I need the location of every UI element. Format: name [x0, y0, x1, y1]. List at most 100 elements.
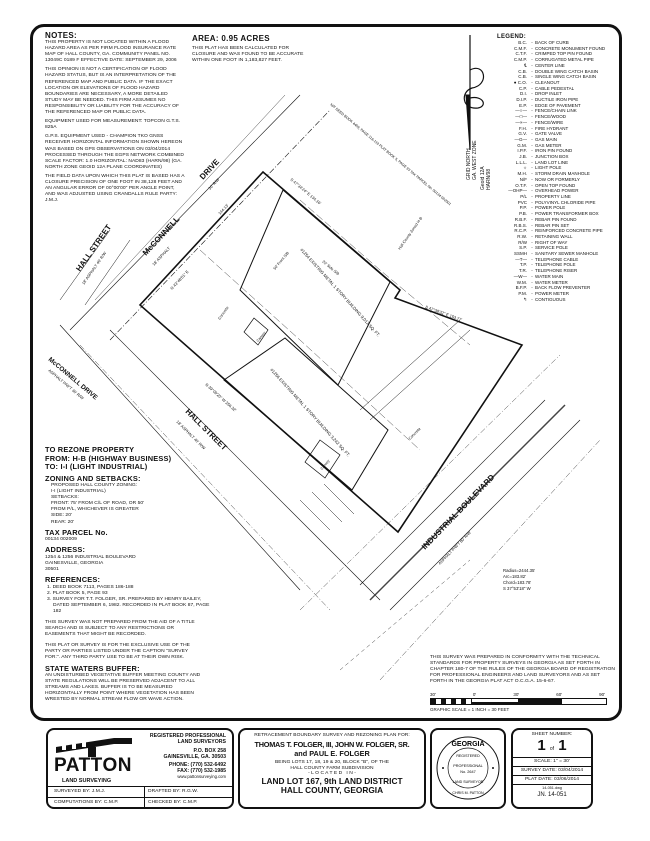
sheet-number-label: SHEET NUMBER: [531, 732, 573, 737]
legend-desc: CONTIGUOUS [535, 296, 566, 302]
sheet-of: of [549, 746, 555, 753]
reference-item: 1. DEED BOOK 7113, PAGES 186-188 [47, 584, 134, 590]
legend-item: ☼-LIGHT POLE [497, 165, 617, 171]
registered-label: LAND SURVEYORS [177, 739, 226, 745]
legend-item: —OHP—-OVERHEAD POWER [497, 188, 617, 194]
plan-for-label: RETRACEMENT BOUNDARY SURVEY AND REZONING… [254, 733, 410, 738]
legend-item: T.P.-TELEPHONE POLE [497, 262, 617, 268]
legend-dash: - [531, 290, 533, 296]
legend-item: G.V.-GATE VALVE [497, 131, 617, 137]
legend-abbr: D.I.P. [516, 97, 527, 103]
bearing-label: N 43°48'51" E [169, 269, 190, 291]
north-arrow-label: GRID NORTH [466, 148, 472, 180]
job-number: JN. 14-051 [537, 792, 567, 799]
zoning-line: REAR: 20' [51, 519, 75, 525]
sheet-number: 1 [537, 737, 546, 755]
legend-item: O.T.F.-OPEN TOP FOUND [497, 183, 617, 189]
legend-desc: CORRUGATED METAL PIPE [535, 57, 594, 63]
legend-dash: - [531, 62, 533, 68]
legend-abbr: R.W. [517, 233, 527, 239]
tax-parcel-value: 00134 002009 [45, 537, 77, 543]
legend-abbr: —OHP— [508, 188, 527, 194]
legend-abbr: R.B.F. [514, 216, 527, 222]
legend-desc: RETAINING WALL [535, 233, 573, 239]
legend-desc: DOUBLE WING CATCH BASIN [535, 68, 599, 74]
north-arrow-head-icon [465, 94, 471, 151]
legend-item: C.P.-CABLE PEDESTAL [497, 86, 617, 92]
computations-by: COMPUTATIONS BY: C.M.P. [54, 800, 119, 805]
legend-abbr: R/W [518, 239, 527, 245]
legend-abbr: —○— [515, 108, 527, 114]
legend-abbr: C.M.P. [513, 57, 527, 63]
city: GAINESVILLE, GA. 30503 [163, 754, 226, 760]
legend-abbr: ↰ [523, 296, 527, 302]
zoning-boundary-label: Hall County Zoned H-B [398, 216, 424, 251]
client-names: and PAUL E. FOLGER [294, 748, 370, 758]
legend-item: F.H.-FIRE HYDRANT [497, 126, 617, 132]
legend-item: B.F.P.-BACK FLOW PREVENTER [497, 285, 617, 291]
scale-tick: 0' [472, 692, 477, 697]
legend-desc: CENTER LINE [535, 62, 565, 68]
lots-description: HALL COUNTY FARM SUBDIVISION [290, 765, 374, 771]
industrial-edge [389, 419, 581, 611]
canopy-label: Canopy [320, 459, 331, 471]
fax: FAX: (770) 532-1985 [177, 768, 226, 774]
surveyor-seal: GEORGIA REGISTERED PROFESSIONAL No. 2647… [436, 736, 500, 800]
legend-abbr: T.P. [519, 262, 527, 268]
legend-desc: PROPERTY LINE [535, 193, 571, 199]
company-sub: LAND SURVEYING [62, 778, 112, 784]
legend-abbr: R.C.P. [514, 228, 527, 234]
legend-desc: EDGE OF PAVEMENT [535, 102, 581, 108]
legend-item: C.B.-SINGLE WING CATCH BASIN [497, 74, 617, 80]
legend-item: R.B.S.-REBAR PIN SET [497, 223, 617, 229]
legend-dash: - [531, 228, 533, 234]
drafted-by: DRAFTED BY: R.G.W. [148, 789, 199, 794]
legend-dash: - [531, 40, 533, 45]
concrete-label: Concrete [218, 306, 230, 321]
canopy [304, 439, 341, 479]
survey-conformity-statement: THIS SURVEY WAS PREPARED IN CONFORMITY W… [430, 655, 615, 685]
phone: PHONE: (770) 532-6492 [168, 762, 226, 768]
building-1256-label: #1256 EXISTING METAL 1 STORY BUILDING 3,… [269, 367, 351, 457]
legend-item: M.H.-STORM DRAIN MANHOLE [497, 171, 617, 177]
legend-desc: CRIMPED TOP PIN FOUND [535, 51, 593, 57]
mcconnell-edge [94, 94, 286, 301]
area-section: AREA: 0.95 ACRES THIS PLAT HAS BEEN CALC… [192, 34, 307, 64]
north-arrow-label: GA. WEST ZONE [472, 140, 478, 180]
legend-abbr: B.C. [518, 40, 527, 45]
legend-item: P.B.-POWER TRANSFORMER BOX [497, 211, 617, 217]
legend-abbr: I.P.F. [517, 148, 527, 154]
drawing-frame [30, 24, 622, 721]
notes-section: NOTES: THIS PROPERTY IS NOT LOCATED WITH… [45, 31, 185, 207]
website-link[interactable]: www.pattonsurveying.com [177, 774, 226, 779]
building-1256 [223, 337, 389, 491]
company-logo: PATTON [54, 755, 132, 776]
legend-item: E.P.-EDGE OF PAVEMENT [497, 103, 617, 109]
legend-desc: STORM DRAIN MANHOLE [535, 171, 590, 177]
industrial-centerline [369, 404, 566, 601]
legend-desc: SERVICE POLE [535, 245, 568, 251]
hall-street-top-edge [59, 229, 111, 301]
building-1254 [239, 189, 391, 386]
legend-desc: DUCTILE IRON PIPE [535, 97, 579, 103]
address-title: ADDRESS: [45, 545, 86, 555]
industrial-rw-line [379, 439, 601, 681]
hall-street-rw [59, 324, 301, 591]
north-arrow-flourish-icon [463, 67, 484, 109]
legend-abbr: G.V. [518, 131, 527, 137]
parking-stripe [323, 483, 355, 515]
scale-tick: 90' [599, 692, 605, 697]
drawing-file: 14-051.dwg [542, 786, 562, 791]
legend-desc: FENCE/CHAIN LINK [535, 108, 577, 114]
legend-desc: FIRE HYDRANT [535, 125, 569, 131]
legend-abbr: E.P. [519, 102, 527, 108]
legend-desc: OVERHEAD POWER [535, 188, 579, 194]
legend-item: R.C.P.-REINFORCED CONCRETE PIPE [497, 228, 617, 234]
curve-chord: Chord=183.78' [503, 580, 531, 585]
legend-dash: - [531, 268, 533, 274]
legend-desc: CONCRETE MONUMENT FOUND [535, 45, 606, 51]
surveyor-seal-box: GEORGIA REGISTERED PROFESSIONAL No. 2647… [430, 728, 506, 809]
zoning-line: FROM P/L, WHICHEVER IS GREATER [51, 507, 139, 513]
legend-abbr: —□— [515, 114, 527, 120]
legend-item: C.M.F.-CONCRETE MONUMENT FOUND [497, 46, 617, 52]
